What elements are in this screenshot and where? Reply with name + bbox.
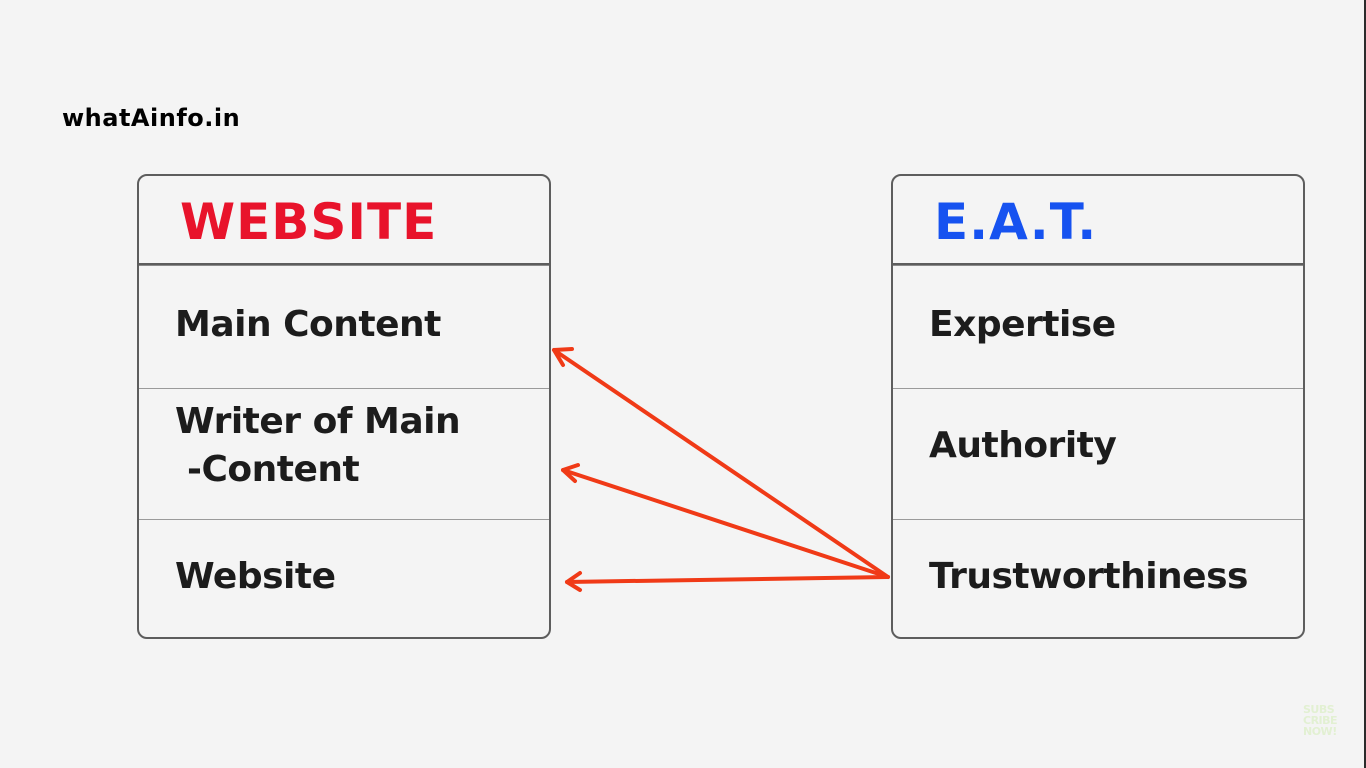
eat-divider-2 bbox=[893, 519, 1303, 520]
website-header: WEBSITE bbox=[139, 176, 549, 265]
eat-header: E.A.T. bbox=[893, 176, 1303, 265]
eat-divider-1 bbox=[893, 388, 1303, 389]
eat-row-expertise: Expertise bbox=[893, 265, 1303, 388]
eat-row-trustworthiness: Trustworthiness bbox=[893, 519, 1303, 637]
window-edge bbox=[1364, 0, 1366, 768]
eat-item-authority: Authority bbox=[929, 425, 1117, 466]
arrow-head-main-content bbox=[552, 347, 574, 367]
eat-row-authority: Authority bbox=[893, 388, 1303, 519]
eat-item-expertise: Expertise bbox=[929, 304, 1116, 345]
website-divider-1 bbox=[139, 388, 549, 389]
arrow-head-writer bbox=[561, 463, 580, 483]
brand-label: whatAinfo.in bbox=[62, 104, 241, 132]
arrow-trust-to-website bbox=[565, 575, 890, 584]
website-row-website: Website bbox=[139, 519, 549, 637]
website-box: WEBSITE Main Content Writer of Main -Con… bbox=[137, 174, 551, 639]
website-title: WEBSITE bbox=[180, 193, 438, 251]
watermark-line-3: NOW! bbox=[1303, 725, 1337, 738]
website-divider-2 bbox=[139, 519, 549, 520]
website-item-main-content: Main Content bbox=[175, 304, 441, 345]
website-item-website: Website bbox=[175, 556, 336, 597]
watermark-line-2: CRIBE bbox=[1303, 714, 1338, 727]
arrow-trust-to-main-content bbox=[552, 348, 890, 579]
watermark-line-1: SUBS bbox=[1303, 703, 1335, 716]
website-row-main-content: Main Content bbox=[139, 265, 549, 388]
eat-box: E.A.T. Expertise Authority Trustworthine… bbox=[891, 174, 1305, 639]
arrow-trust-to-writer bbox=[561, 468, 890, 579]
website-item-writer: Writer of Main -Content bbox=[175, 401, 461, 490]
eat-title: E.A.T. bbox=[934, 193, 1098, 251]
subscribe-watermark: SUBS CRIBE NOW! bbox=[1303, 703, 1338, 738]
website-row-writer: Writer of Main -Content bbox=[139, 388, 549, 519]
arrow-head-website bbox=[565, 571, 582, 592]
eat-item-trustworthiness: Trustworthiness bbox=[929, 556, 1248, 597]
